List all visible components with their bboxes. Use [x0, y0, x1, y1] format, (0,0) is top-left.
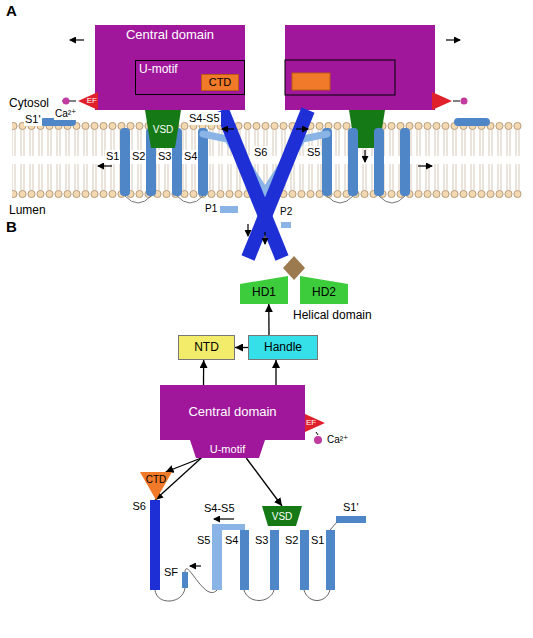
motif-shape: U-motif: [190, 440, 265, 458]
ctd-box: CTD: [201, 74, 239, 91]
arrow-connector: [166, 458, 202, 472]
part-label: P2: [279, 206, 293, 218]
arrow-connector: [268, 304, 270, 335]
node-text: HD2: [312, 286, 336, 299]
part-label: S2: [284, 534, 299, 547]
part-label: S3: [157, 150, 172, 163]
part-label: S1': [342, 501, 360, 514]
shape-fill: [262, 506, 302, 526]
node-text: HD1: [252, 286, 276, 299]
domain-box: Central domainU-motifCTD: [95, 25, 245, 110]
part-label: S5: [196, 534, 211, 547]
node-text: EF: [87, 97, 97, 106]
part-label: S4-S5: [188, 112, 221, 125]
part-label: S1': [24, 113, 42, 126]
domain-box: Central domain: [160, 385, 305, 440]
part-label: S1: [105, 150, 120, 163]
helix-bar: S6: [150, 500, 160, 590]
ctd-triangle: CTD: [140, 472, 172, 500]
node-text: CTD: [209, 76, 232, 88]
part-label: S3: [254, 534, 269, 547]
node-text: Central domain: [126, 28, 214, 42]
arrow-connector: [246, 458, 282, 506]
shape-fill: [78, 92, 98, 110]
part-label: Cytosol: [8, 97, 50, 111]
panel-letter: B: [6, 218, 17, 235]
helical-subdomain: HD1: [240, 276, 288, 304]
node-text: S6: [133, 500, 146, 512]
topology-schematic: [155, 256, 366, 601]
part-label: S4: [183, 150, 198, 163]
part-label: Helical domain: [292, 309, 373, 323]
part-label: SF: [163, 566, 179, 579]
shape-fill: [305, 414, 325, 432]
arrow-connector: [275, 360, 276, 385]
node-text: VSD: [272, 511, 293, 522]
node-text: U-motif: [139, 63, 178, 76]
ef-hand: EF: [78, 92, 98, 110]
shape-fill: [240, 276, 288, 304]
arrow-connector: [203, 360, 204, 385]
domain-box: Handle: [248, 335, 318, 360]
node-text: Central domain: [188, 405, 276, 419]
helices: [40, 110, 490, 258]
helical-subdomain: HD2: [300, 276, 348, 304]
part-label: Ca²⁺: [326, 434, 349, 446]
domain-box: NTD: [178, 335, 235, 360]
shape-fill: [300, 276, 348, 304]
part-label: S4-S5: [203, 502, 236, 515]
motif-outline: U-motifCTD: [135, 60, 245, 95]
part-label: S1: [310, 534, 325, 547]
part-label: S6: [253, 146, 268, 159]
part-label: S4: [224, 534, 239, 547]
shape-fill: [145, 110, 181, 148]
node-text: VSD: [153, 124, 174, 135]
shape-fill: [140, 472, 172, 500]
vsd-shape: VSD: [145, 110, 181, 148]
shape-fill: [190, 440, 265, 458]
part-label: P1: [204, 203, 218, 215]
ef-hand: EF: [305, 414, 325, 432]
part-label: S5: [306, 146, 321, 159]
node-text: NTD: [194, 341, 219, 354]
part-label: Ca²⁺: [54, 108, 77, 120]
node-text: U-motif: [210, 443, 245, 455]
node-text: CTD: [146, 474, 167, 485]
vsd-shape: VSD: [262, 506, 302, 526]
part-label: Lumen: [8, 204, 47, 218]
calcium-ion: [63, 98, 70, 105]
arrow-connector: [235, 347, 248, 348]
node-text: Handle: [264, 341, 302, 354]
part-label: S2: [131, 150, 146, 163]
panel-letter: A: [6, 2, 17, 19]
node-text: EF: [306, 419, 316, 428]
